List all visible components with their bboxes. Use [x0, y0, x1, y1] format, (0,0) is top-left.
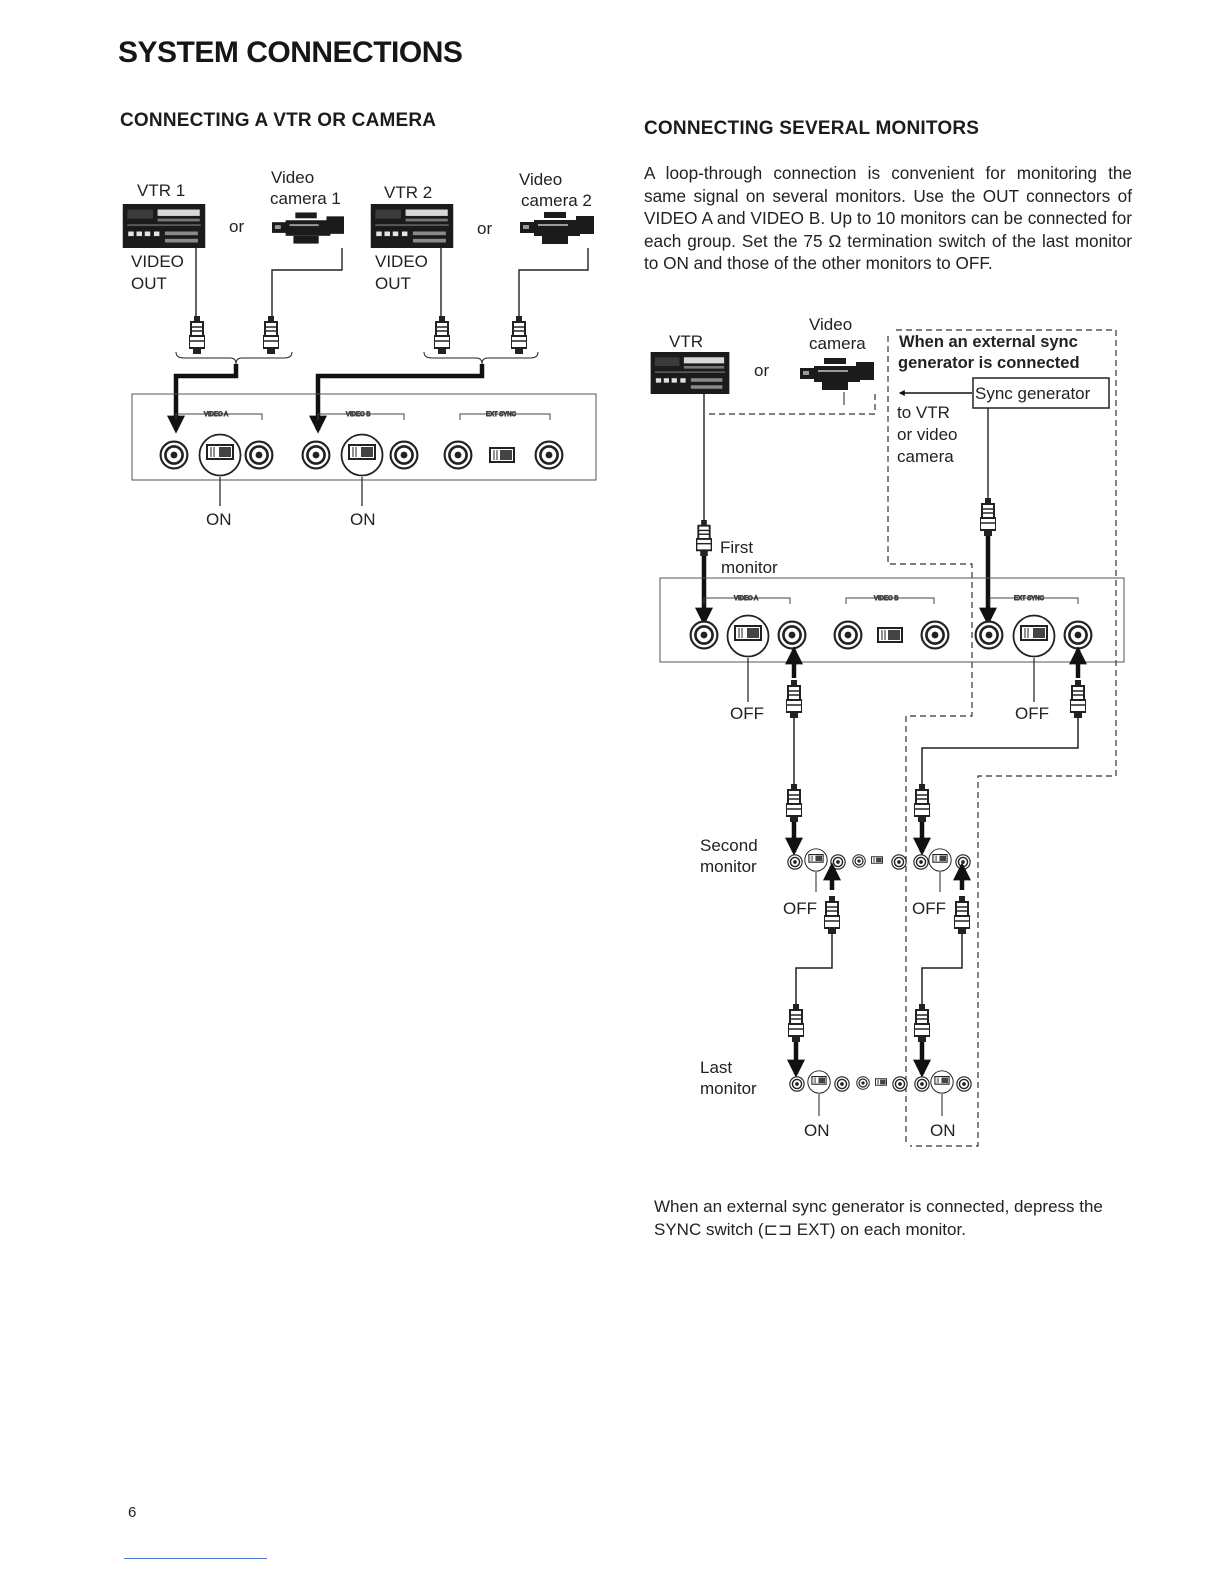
svg-text:EXT SYNC: EXT SYNC: [486, 412, 517, 418]
ext-sync-out-jack: [534, 440, 564, 470]
first-monitor-rear-panel: VIDEO A VIDEO B EXT SYNC: [659, 577, 1125, 702]
video-b-switch-on-label: ON: [350, 510, 376, 529]
camera-label-line1: Video: [809, 315, 852, 334]
vtr2-label: VTR 2: [384, 183, 432, 202]
last-monitor-line1: Last: [700, 1058, 732, 1077]
vtr-device-icon: [650, 352, 730, 394]
second-monitor-line2: monitor: [700, 857, 757, 876]
svg-text:EXT SYNC: EXT SYNC: [1014, 596, 1045, 602]
intro-paragraph: A loop-through connection is convenient …: [644, 163, 1132, 274]
sync-note: When an external sync generator is conne…: [654, 1197, 1103, 1239]
section-heading-several-monitors: CONNECTING SEVERAL MONITORS: [644, 118, 980, 139]
svg-text:VIDEO B: VIDEO B: [346, 412, 370, 418]
or-label-1: or: [229, 217, 244, 236]
camera2-label-line2: camera 2: [521, 191, 592, 210]
several-monitors-diagram: VTR Video camera or When an external syn…: [650, 315, 1125, 1147]
second-monitor-rear-panel: [787, 848, 971, 892]
first-monitor-off-label-sync: OFF: [1015, 704, 1049, 723]
video-b-in-jack: [301, 440, 331, 470]
camera-label-line2: camera: [809, 334, 866, 353]
video-b-termination-switch: [340, 433, 384, 477]
sync-switch: [489, 447, 515, 463]
last-monitor-rear-panel: [789, 1070, 972, 1116]
ext-sync-in-jack: [443, 440, 473, 470]
first-monitor-line2: monitor: [721, 558, 778, 577]
svg-text:VIDEO A: VIDEO A: [204, 412, 228, 418]
video-a-out-jack: [244, 440, 274, 470]
video-a-in-jack: [159, 440, 189, 470]
second-monitor-off-label-a: OFF: [783, 899, 817, 918]
to-vtr-line1: to VTR: [897, 403, 950, 422]
to-vtr-line3: camera: [897, 447, 954, 466]
sync-box-title-line2: generator is connected: [898, 354, 1080, 372]
first-monitor-off-label-a: OFF: [730, 704, 764, 723]
page-number: 6: [128, 1504, 137, 1521]
vtr-label: VTR: [669, 332, 703, 351]
vtr-camera-diagram: VTR 1 Video camera 1 VTR 2 Video camera …: [122, 168, 597, 529]
vtr2-video-out-line1: VIDEO: [375, 252, 428, 271]
svg-text:VIDEO A: VIDEO A: [734, 596, 758, 602]
monitor-rear-panel: VIDEO A VIDEO B EXT SYNC: [131, 393, 597, 506]
camera1-label-line2: camera 1: [270, 189, 341, 208]
page-title: SYSTEM CONNECTIONS: [118, 36, 463, 69]
vtr1-video-out-line2: OUT: [131, 274, 167, 293]
vtr2-device-icon: [370, 204, 454, 248]
last-monitor-line2: monitor: [700, 1079, 757, 1098]
vtr1-device-icon: [122, 204, 206, 248]
camera-device-icon: [800, 358, 874, 390]
last-monitor-on-label-sync: ON: [930, 1121, 956, 1140]
last-monitor-on-label-a: ON: [804, 1121, 830, 1140]
to-vtr-line2: or video: [897, 425, 957, 444]
bottom-rule: [124, 1558, 267, 1559]
sync-generator-box: [972, 377, 1110, 409]
second-monitor-line1: Second: [700, 836, 758, 855]
svg-text:VIDEO B: VIDEO B: [874, 596, 898, 602]
or-label: or: [754, 361, 769, 380]
camera2-device-icon: [520, 212, 594, 244]
video-b-out-jack: [389, 440, 419, 470]
vtr2-video-out-line2: OUT: [375, 274, 411, 293]
camera2-label-line1: Video: [519, 170, 562, 189]
sync-generator-label: Sync generator: [975, 384, 1091, 403]
sync-box-title-line1: When an external sync: [899, 333, 1078, 351]
camera1-label-line1: Video: [271, 168, 314, 187]
video-a-switch-on-label: ON: [206, 510, 232, 529]
first-monitor-line1: First: [720, 538, 753, 557]
vtr1-video-out-line1: VIDEO: [131, 252, 184, 271]
vtr1-label: VTR 1: [137, 181, 185, 200]
section-heading-vtr-camera: CONNECTING A VTR OR CAMERA: [120, 110, 437, 131]
camera1-device-icon: [272, 212, 344, 244]
second-monitor-off-label-sync: OFF: [912, 899, 946, 918]
video-a-termination-switch: [198, 433, 242, 477]
or-label-2: or: [477, 219, 492, 238]
